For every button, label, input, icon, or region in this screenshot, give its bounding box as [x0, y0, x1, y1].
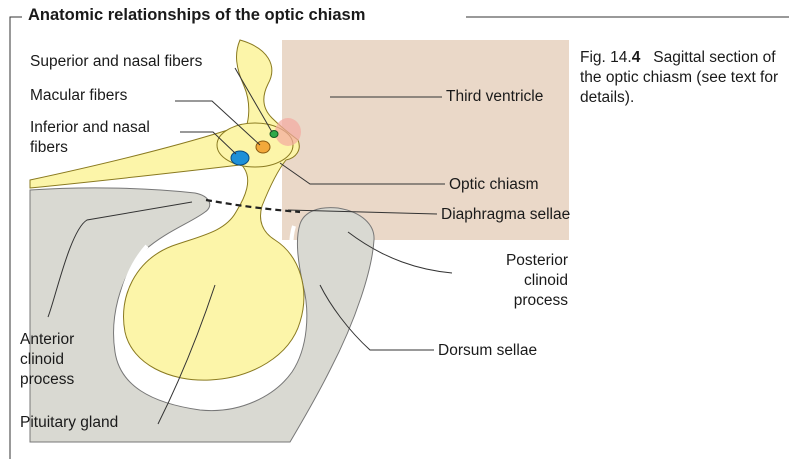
- caption-prefix: Fig. 14.: [580, 49, 632, 66]
- label-posterior-clinoid-line3: process: [468, 291, 568, 311]
- figure-title: Anatomic relationships of the optic chia…: [22, 6, 371, 25]
- label-inferior-nasal-fibers-line2: fibers: [30, 138, 68, 158]
- label-optic-chiasm: Optic chiasm: [449, 175, 539, 195]
- label-pituitary-gland: Pituitary gland: [20, 413, 118, 433]
- label-third-ventricle: Third ventricle: [446, 87, 543, 107]
- label-dorsum-sellae: Dorsum sellae: [438, 341, 537, 361]
- label-anterior-clinoid-line1: Anterior: [20, 330, 74, 350]
- label-anterior-clinoid-line2: clinoid: [20, 350, 64, 370]
- label-inferior-nasal-fibers-line1: Inferior and nasal: [30, 118, 150, 138]
- label-diaphragma-sellae: Diaphragma sellae: [441, 205, 570, 225]
- figure-caption: Fig. 14.4 Sagittal section of the optic …: [580, 48, 780, 108]
- label-posterior-clinoid-line1: Posterior: [468, 251, 568, 271]
- inferior-nasal-fibers-dot: [231, 151, 249, 165]
- caption-number: 4: [632, 49, 641, 66]
- ventricle-recess-glow: [275, 118, 301, 146]
- label-superior-nasal-fibers: Superior and nasal fibers: [30, 52, 202, 72]
- label-anterior-clinoid-line3: process: [20, 370, 74, 390]
- label-posterior-clinoid-line2: clinoid: [468, 271, 568, 291]
- label-macular-fibers: Macular fibers: [30, 86, 127, 106]
